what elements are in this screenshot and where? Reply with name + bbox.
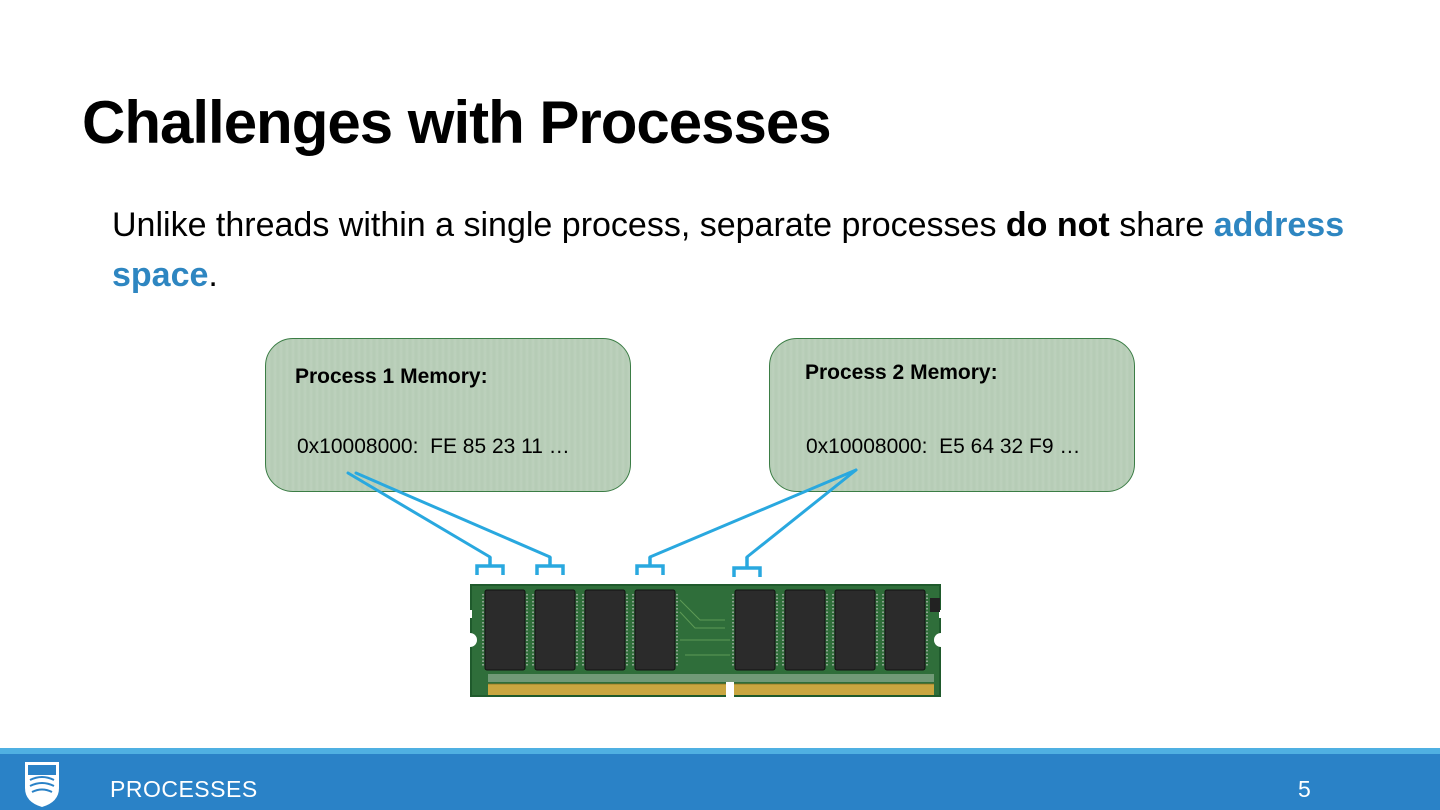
process-2-memory-box: Process 2 Memory: 0x10008000: E5 64 32 F…: [769, 338, 1135, 492]
ram-chips: [484, 589, 926, 671]
address-connector-lines: [346, 468, 858, 559]
page-number: 5: [1298, 776, 1311, 802]
memory-address-brackets: [475, 557, 762, 577]
body-text-highlight: address space: [112, 206, 1345, 294]
slide-body-text: Unlike threads within a single process, …: [112, 200, 1372, 300]
body-text-emphasis: do not: [1005, 206, 1110, 244]
body-text-part1: Unlike threads within a single process, …: [112, 206, 1006, 244]
memory-diagram-graphic: [346, 468, 948, 697]
ram-module-image: [463, 584, 948, 697]
process-1-memory-label: Process 1 Memory:: [295, 365, 488, 388]
process-2-memory-value: 0x10008000: E5 64 32 F9 …: [806, 435, 1081, 458]
slide-footer: PROCESSES 5: [0, 748, 1440, 810]
body-text-part3: .: [208, 256, 218, 294]
slide-title: Challenges with Processes: [82, 89, 832, 156]
process-2-memory-label: Process 2 Memory:: [805, 361, 998, 384]
process-1-memory-box: Process 1 Memory: 0x10008000: FE 85 23 1…: [265, 338, 631, 492]
ubc-crest-logo: [25, 762, 59, 807]
process-1-memory-value: 0x10008000: FE 85 23 11 …: [297, 435, 570, 458]
footer-section-title: PROCESSES: [110, 776, 258, 802]
body-text-part2: share: [1109, 206, 1214, 244]
